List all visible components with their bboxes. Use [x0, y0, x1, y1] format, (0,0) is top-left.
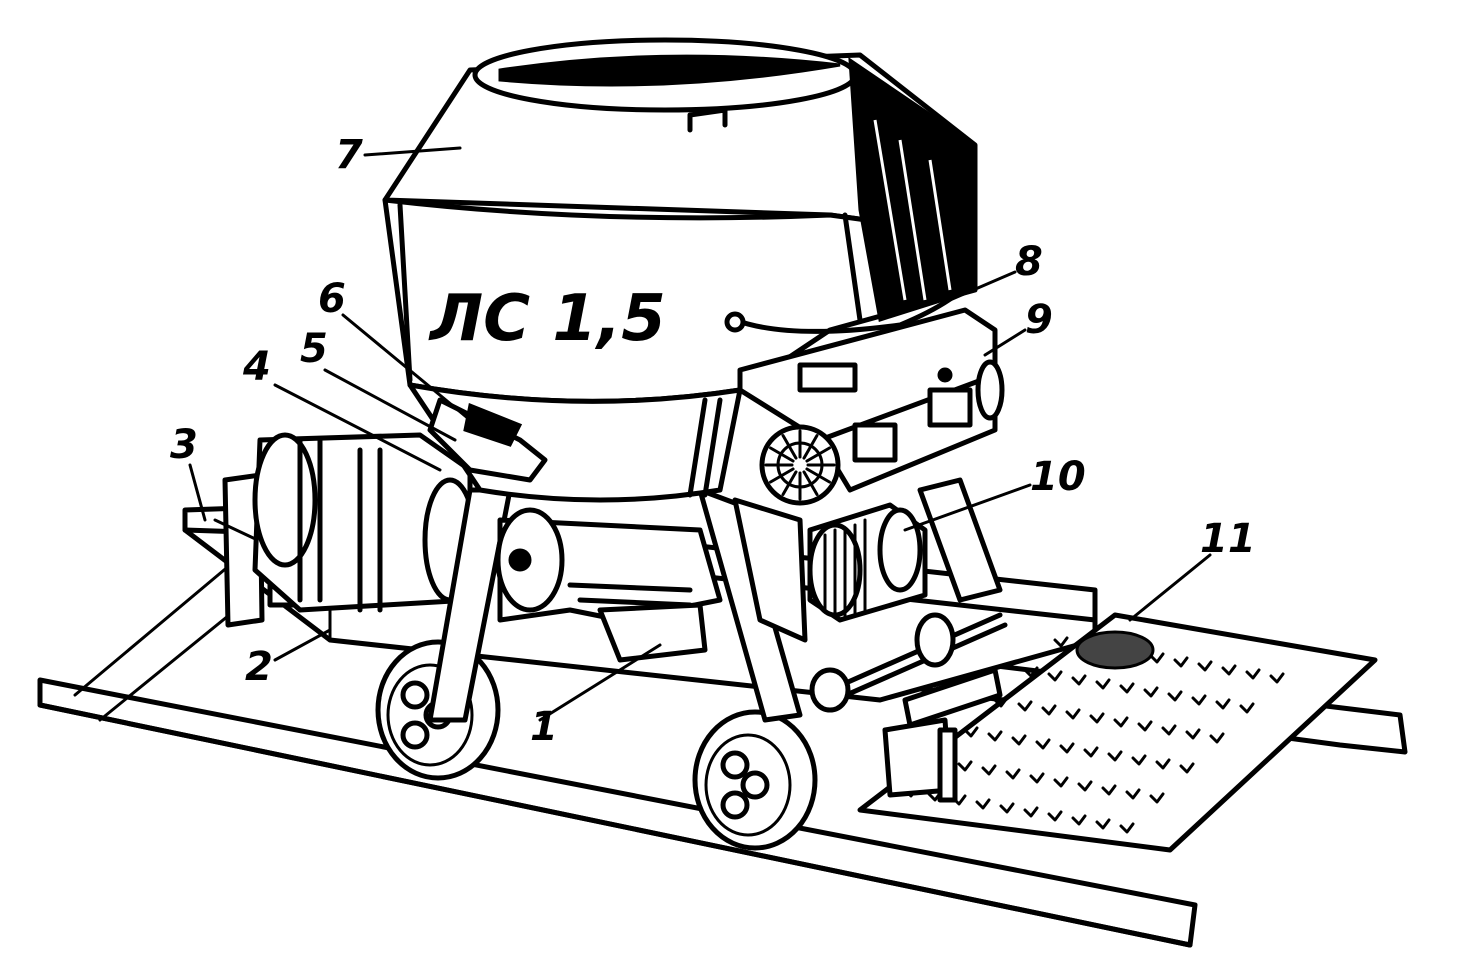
fan-spoke — [805, 446, 831, 463]
leader-11 — [1128, 553, 1212, 622]
callout-3: 3 — [170, 422, 198, 468]
checker-mark — [1059, 742, 1075, 754]
fan-spoke — [802, 434, 819, 460]
checker-mark — [1239, 702, 1255, 714]
checker-mark — [1215, 698, 1231, 710]
control-box — [737, 307, 1005, 493]
callout-9: 9 — [1025, 297, 1053, 343]
fan-spoke — [769, 446, 795, 463]
checker-mark — [1053, 636, 1069, 648]
drum-marking: ЛС 1,5 — [428, 282, 666, 356]
checker-mark — [1095, 818, 1111, 830]
fan-spoke — [781, 470, 798, 496]
leader-8 — [948, 270, 1017, 302]
fan-wheel — [759, 424, 841, 506]
checker-mark — [1113, 716, 1129, 728]
callout-5: 5 — [300, 326, 328, 372]
checker-mark — [1011, 734, 1027, 746]
callout-4: 4 — [242, 344, 271, 390]
checker-mark — [1191, 694, 1207, 706]
callout-8: 8 — [1015, 239, 1043, 285]
checker-mark — [1107, 750, 1123, 762]
checker-mark — [1149, 652, 1165, 664]
checker-mark — [999, 802, 1015, 814]
checker-mark — [1137, 720, 1153, 732]
auxiliary-motor — [807, 502, 928, 623]
drive-motor — [252, 432, 478, 613]
checker-mark — [1173, 656, 1189, 668]
fan-spoke — [769, 467, 795, 484]
checker-mark — [1149, 792, 1165, 804]
pedal-shaft-assembly — [809, 612, 1008, 803]
checker-mark — [1017, 700, 1033, 712]
front-wheel-right — [692, 709, 818, 851]
checker-mark — [1041, 704, 1057, 716]
checker-mark — [1065, 708, 1081, 720]
callout-2: 2 — [245, 644, 273, 690]
callout-6: 6 — [318, 276, 346, 322]
leader-1 — [538, 643, 662, 722]
checker-mark — [1143, 686, 1159, 698]
checker-mark — [975, 798, 991, 810]
callout-11: 11 — [1200, 516, 1256, 562]
checker-mark — [981, 764, 997, 776]
checker-mark — [1047, 810, 1063, 822]
checker-mark — [993, 696, 1009, 708]
mixing-drum: ЛС 1,5 — [382, 37, 978, 503]
checker-mark — [1029, 772, 1045, 784]
checker-mark — [1221, 664, 1237, 676]
leader-4 — [273, 383, 442, 472]
checker-mark — [957, 760, 973, 772]
checker-mark — [1161, 724, 1177, 736]
checker-mark — [1077, 780, 1093, 792]
drum-support-legs — [427, 477, 1003, 723]
checker-mark — [1167, 690, 1183, 702]
checker-mark — [1101, 784, 1117, 796]
leader-3 — [188, 463, 207, 522]
checker-mark — [1083, 746, 1099, 758]
checker-mark — [1155, 758, 1171, 770]
checker-mark — [1209, 732, 1225, 744]
checker-mark — [1023, 666, 1039, 678]
checker-mark — [1119, 682, 1135, 694]
checker-mark — [963, 726, 979, 738]
leader-6 — [341, 313, 472, 422]
checker-mark — [1119, 822, 1135, 834]
checker-mark — [1131, 754, 1147, 766]
checker-mark — [1179, 762, 1195, 774]
checker-mark — [1245, 668, 1261, 680]
checker-mark — [1185, 728, 1201, 740]
leader-7 — [363, 146, 462, 157]
callout-10: 10 — [1030, 454, 1086, 500]
leader-10 — [903, 483, 1032, 532]
checker-mark — [1197, 660, 1213, 672]
checker-mark — [1071, 674, 1087, 686]
leader-lines — [188, 146, 1212, 722]
fan-spoke — [781, 434, 798, 460]
checker-mark — [1095, 678, 1111, 690]
checker-mark — [1005, 768, 1021, 780]
gear-transmission — [495, 507, 723, 663]
checker-mark — [1269, 672, 1285, 684]
checker-mark — [987, 730, 1003, 742]
callout-7: 7 — [335, 132, 363, 178]
leader-2 — [273, 628, 332, 662]
checker-mark — [1023, 806, 1039, 818]
leader-5 — [323, 368, 457, 442]
callout-labels: 1 2 3 4 5 6 7 8 9 10 11 — [170, 132, 1256, 750]
fan-spoke — [805, 467, 831, 484]
leader-9 — [983, 328, 1027, 357]
checker-mark — [1047, 670, 1063, 682]
fan-spoke — [802, 470, 819, 496]
checker-mark — [1089, 712, 1105, 724]
callout-1: 1 — [530, 704, 558, 750]
checker-mark — [1053, 776, 1069, 788]
checker-mark — [1071, 814, 1087, 826]
checker-mark — [1035, 738, 1051, 750]
checker-mark — [1125, 788, 1141, 800]
